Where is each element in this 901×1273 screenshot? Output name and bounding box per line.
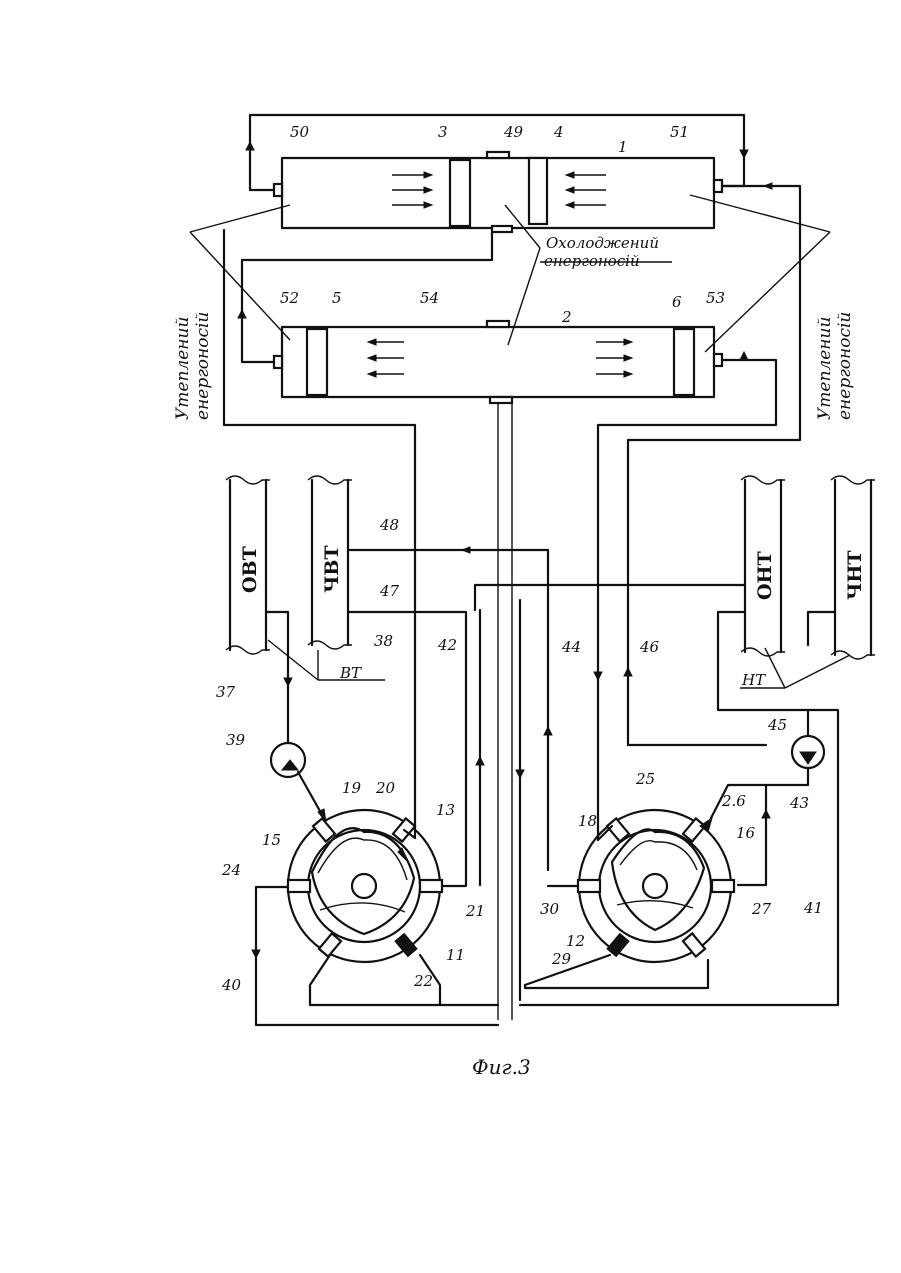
ref-50: 50 (290, 123, 310, 141)
ref-42: 42 (437, 636, 457, 654)
ref-22: 22 (413, 972, 433, 990)
ref-46: 46 (639, 638, 660, 656)
ref-51: 51 (670, 123, 689, 141)
ref-26: 2.6 (721, 792, 746, 810)
ref-41: 41 (803, 899, 823, 917)
ref-16: 16 (736, 824, 756, 842)
note-heated-left-line1: Утеплений (173, 317, 193, 420)
note-cooled-line1: Охолоджений (546, 234, 659, 252)
ref-40: 40 (221, 976, 242, 994)
exchanger-1 (274, 152, 722, 232)
ref-15: 15 (262, 831, 281, 849)
ref-38: 38 (374, 632, 393, 650)
label-chvt: ЧВТ (321, 545, 343, 593)
ref-53: 53 (706, 289, 725, 307)
ref-1: 1 (618, 138, 628, 156)
flow-arrows-out-right (596, 339, 632, 377)
ref-45: 45 (767, 716, 787, 734)
element-3 (450, 160, 470, 226)
ref-29: 29 (551, 950, 572, 968)
label-vt: ВТ (339, 664, 362, 682)
ref-49: 49 (503, 123, 524, 141)
ref-6: 6 (672, 293, 682, 311)
ref-20: 20 (375, 779, 396, 797)
rotary-machine-left (288, 810, 442, 962)
note-heated-right-line2: енергоносій (835, 312, 855, 420)
label-ont: ОНТ (754, 551, 776, 600)
ref-19: 19 (342, 779, 362, 797)
ref-18: 18 (578, 812, 597, 830)
ref-13: 13 (436, 801, 455, 819)
flow-arrows-left (566, 172, 606, 208)
ref-24: 24 (221, 861, 241, 879)
ref-43: 43 (789, 794, 809, 812)
note-leaders (190, 195, 830, 352)
exchanger-2 (274, 321, 722, 403)
ref-37: 37 (216, 683, 236, 701)
ref-3: 3 (438, 123, 448, 141)
ref-52: 52 (280, 289, 299, 307)
note-cooled-line2: енергоносій (544, 252, 640, 270)
pump-39 (271, 743, 326, 822)
pump-45 (792, 736, 824, 768)
ref-4: 4 (553, 123, 564, 141)
ref-47: 47 (379, 582, 400, 600)
element-4 (529, 158, 547, 224)
ref-44: 44 (561, 638, 581, 656)
ref-12: 12 (566, 932, 585, 950)
ref-30: 30 (540, 900, 560, 918)
flow-arrows-out-left (368, 339, 404, 377)
note-heated-left-line2: енергоносій (193, 312, 213, 420)
ref-2: 2 (561, 308, 572, 326)
element-5 (307, 329, 327, 395)
ref-27: 27 (751, 900, 772, 918)
figure-caption: Фиг.3 (472, 1055, 531, 1079)
ref-48: 48 (379, 516, 399, 534)
element-6 (674, 329, 694, 395)
ref-25: 25 (635, 770, 655, 788)
ref-39: 39 (226, 731, 246, 749)
ref-21: 21 (465, 902, 485, 920)
ref-54: 54 (420, 289, 439, 307)
label-nt: НТ (741, 671, 766, 689)
flow-arrows-right (392, 172, 432, 208)
label-chnt: ЧНТ (844, 551, 866, 600)
ref-11: 11 (446, 946, 465, 964)
note-heated-right-line1: Утеплений (815, 317, 835, 420)
ref-5: 5 (332, 289, 342, 307)
tank-labels: ОВТ ЧВТ ОНТ ЧНТ ВТ НТ (239, 545, 866, 689)
label-ovt: ОВТ (239, 546, 261, 593)
